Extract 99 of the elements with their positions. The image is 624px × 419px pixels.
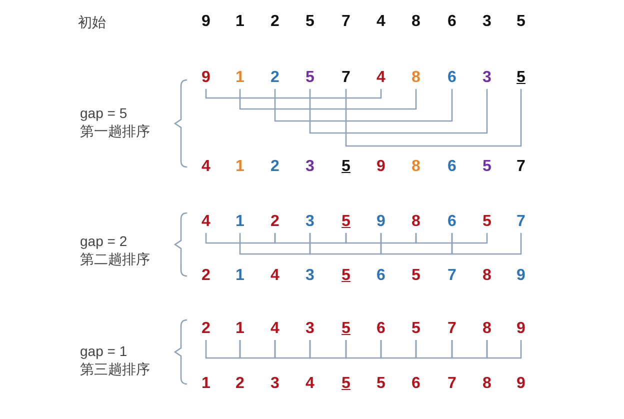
number: 8	[477, 318, 497, 340]
number: 2	[265, 211, 285, 233]
number: 9	[371, 211, 391, 233]
number: 9	[200, 12, 212, 32]
grouping-line	[239, 233, 311, 255]
grouping-line	[309, 89, 488, 134]
grouping-line	[380, 340, 417, 359]
number: 9	[511, 318, 531, 340]
grouping-line	[486, 340, 522, 359]
number: 7	[516, 157, 526, 177]
number: 3	[477, 67, 497, 89]
number: 5	[477, 211, 497, 233]
number: 1	[234, 12, 246, 32]
grouping-line	[239, 89, 417, 110]
number: 2	[265, 67, 285, 89]
pass-label: 第一趟排序	[80, 122, 150, 140]
number: 5	[482, 157, 492, 177]
number: 2	[270, 12, 280, 32]
number: 4	[304, 374, 316, 394]
number: 3	[304, 266, 316, 286]
number: 5	[376, 374, 386, 394]
number: 1	[230, 318, 250, 340]
number: 7	[340, 12, 352, 32]
pass-label: 第二趟排序	[80, 250, 150, 268]
grouping-line	[274, 340, 311, 359]
grouping-line	[309, 233, 382, 255]
number: 7	[511, 211, 531, 233]
number: 6	[442, 67, 462, 89]
grouping-line	[345, 233, 417, 244]
number: 2	[196, 318, 216, 340]
number: 6	[446, 12, 458, 32]
grouping-line	[205, 89, 382, 99]
number: 4	[200, 157, 212, 177]
number: 3	[300, 211, 320, 233]
grouping-line	[239, 340, 276, 359]
pass-label: gap = 5	[80, 104, 128, 122]
grouping-line	[415, 233, 488, 244]
number: 3	[304, 157, 316, 177]
grouping-line	[415, 340, 453, 359]
grouping-line	[345, 340, 382, 359]
number: 2	[270, 157, 280, 177]
number: 5	[340, 266, 352, 286]
number: 2	[200, 266, 212, 286]
number: 2	[234, 374, 246, 394]
number: 6	[446, 157, 458, 177]
number: 6	[442, 211, 462, 233]
number: 6	[376, 266, 386, 286]
number: 5	[300, 67, 320, 89]
number: 4	[196, 211, 216, 233]
number: 9	[196, 67, 216, 89]
number: 7	[336, 67, 356, 89]
number: 8	[406, 211, 426, 233]
number: 8	[406, 67, 426, 89]
grouping-line	[345, 89, 522, 147]
number: 9	[516, 266, 526, 286]
number: 6	[410, 374, 422, 394]
number: 5	[516, 12, 526, 32]
number: 3	[270, 374, 280, 394]
number: 5	[336, 318, 356, 340]
number: 6	[371, 318, 391, 340]
number: 5	[340, 157, 352, 177]
grouping-line	[205, 340, 241, 359]
number: 8	[410, 157, 422, 177]
number: 4	[265, 318, 285, 340]
number: 4	[371, 67, 391, 89]
number: 5	[336, 211, 356, 233]
grouping-line	[309, 340, 347, 359]
number: 3	[300, 318, 320, 340]
number: 5	[304, 12, 316, 32]
number: 4	[270, 266, 280, 286]
number: 7	[442, 318, 462, 340]
grouping-line	[274, 233, 347, 244]
grouping-line	[451, 233, 522, 255]
row-label: 初始	[78, 13, 106, 31]
number: 8	[482, 266, 492, 286]
number: 9	[516, 374, 526, 394]
number: 9	[376, 157, 386, 177]
number: 5	[340, 374, 352, 394]
number: 5	[511, 67, 531, 89]
number: 1	[200, 374, 212, 394]
number: 1	[234, 157, 246, 177]
number: 4	[376, 12, 386, 32]
pass-label: gap = 2	[80, 232, 128, 250]
grouping-line	[274, 89, 453, 122]
grouping-line	[380, 233, 453, 255]
pass-label: gap = 1	[80, 342, 128, 360]
number: 1	[230, 67, 250, 89]
number: 5	[406, 318, 426, 340]
number: 5	[410, 266, 422, 286]
number: 3	[482, 12, 492, 32]
number: 8	[482, 374, 492, 394]
grouping-line	[451, 340, 488, 359]
number: 1	[230, 211, 250, 233]
pass-label: 第三趟排序	[80, 360, 150, 378]
number: 7	[446, 374, 458, 394]
grouping-line	[205, 233, 276, 244]
number: 7	[446, 266, 458, 286]
number: 1	[234, 266, 246, 286]
number: 8	[410, 12, 422, 32]
